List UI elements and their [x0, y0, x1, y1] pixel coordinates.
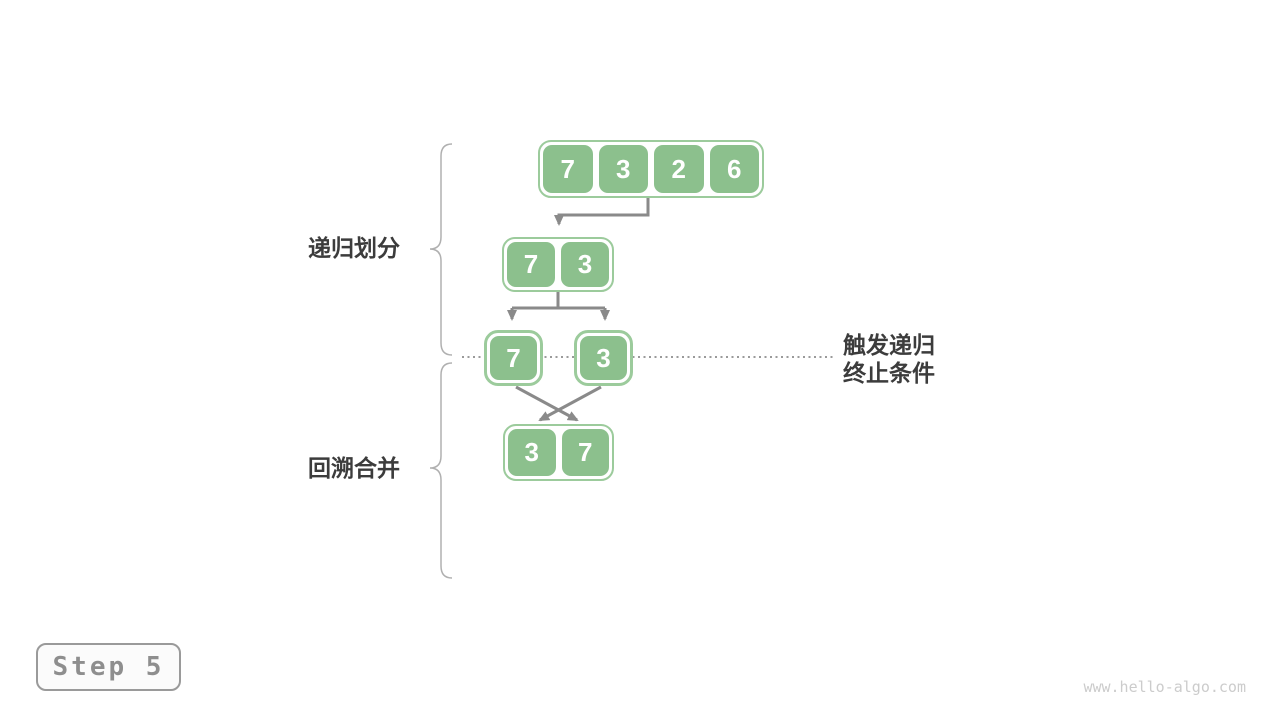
watermark-url: www.hello-algo.com	[1083, 678, 1246, 696]
divide-brace	[429, 143, 453, 356]
array-cell: 7	[561, 429, 609, 476]
array-cell: 6	[709, 145, 759, 193]
array-cell: 7	[490, 336, 537, 380]
merge-phase-label: 回溯合并	[308, 455, 400, 481]
array-cell: 3	[561, 242, 609, 287]
array-cell: 3	[598, 145, 648, 193]
array-row-3-left: 7	[484, 330, 543, 386]
merge-arrow-left-to-right	[515, 385, 579, 422]
termination-condition-line2: 终止条件	[843, 360, 935, 386]
array-cell: 7	[543, 145, 593, 193]
array-cell: 7	[507, 242, 555, 287]
array-row-3-right: 3	[574, 330, 633, 386]
array-row-1: 7 3 2 6	[538, 140, 764, 198]
arrow-row1-to-row2	[554, 198, 650, 226]
array-cell: 3	[580, 336, 627, 380]
array-cell: 3	[508, 429, 556, 476]
merge-arrow-right-to-left	[538, 385, 602, 422]
array-cell: 2	[654, 145, 704, 193]
split-connector-row2	[512, 292, 605, 310]
divide-phase-label: 递归划分	[308, 235, 400, 261]
termination-condition-label: 触发递归 终止条件	[843, 331, 935, 387]
termination-condition-line1: 触发递归	[843, 332, 935, 358]
array-row-4: 3 7	[503, 424, 614, 481]
step-badge: Step 5	[36, 643, 181, 691]
merge-brace	[429, 362, 453, 579]
array-row-2: 7 3	[502, 237, 614, 292]
